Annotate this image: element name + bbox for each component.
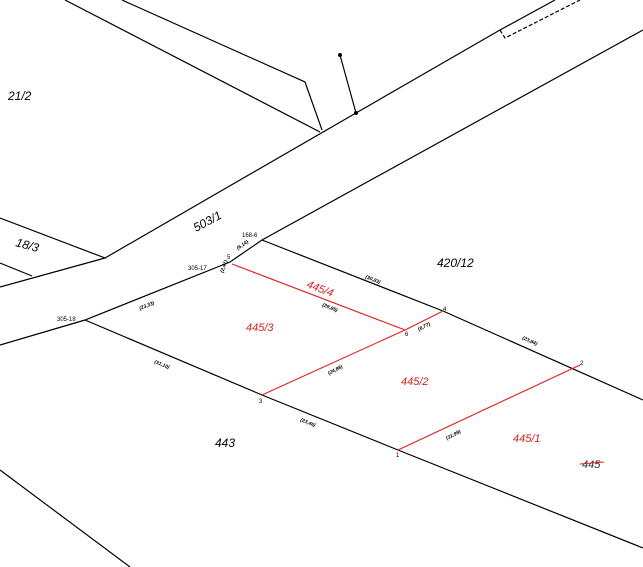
point-label-305-17: 305-17 xyxy=(188,266,207,272)
point-label-5: 5 xyxy=(227,255,231,261)
svg-text:445: 445 xyxy=(582,459,601,471)
parcel-label-503-1: 503/1 xyxy=(191,208,224,234)
parcel-label-18-3: 18/3 xyxy=(14,235,40,255)
survey-point-marker xyxy=(354,111,358,115)
parcel-label-420-12: 420/12 xyxy=(437,256,474,270)
dimension-23-84: (23,84) xyxy=(521,335,538,347)
point-label-6: 6 xyxy=(405,332,409,338)
point-label-4: 4 xyxy=(443,307,447,313)
dimension-23-33: (23,33) xyxy=(139,300,156,312)
division-lines xyxy=(231,263,581,451)
parcel-label-445-3: 445/3 xyxy=(246,322,274,334)
point-label-3: 3 xyxy=(259,399,263,405)
dimension-6-77: (6,77) xyxy=(417,321,432,333)
parcel-label-443: 443 xyxy=(215,436,235,450)
dimension-31-10: (31,10) xyxy=(153,359,170,371)
point-label-305-18: 305-18 xyxy=(57,317,76,323)
dimension-31-99: (31,99) xyxy=(445,429,462,442)
parcel-label-445-2: 445/2 xyxy=(401,376,429,388)
point-label-1: 1 xyxy=(396,453,400,459)
parcel-label-21-2: 21/2 xyxy=(7,89,32,103)
dimension-24-88: (24,88) xyxy=(327,364,344,377)
point-label-168-6: 168-6 xyxy=(242,233,258,239)
parcel-label-445-cancelled: 445 xyxy=(579,459,605,471)
dimension-29-85: (29,85) xyxy=(321,302,338,314)
point-label-2: 2 xyxy=(580,361,584,367)
dimension-30-83: (30,83) xyxy=(364,274,381,286)
dimension-2-41: (2,41) xyxy=(219,259,229,274)
survey-point-marker xyxy=(338,53,342,57)
parcel-label-445-4: 445/4 xyxy=(305,279,335,300)
parcel-label-445-1: 445/1 xyxy=(513,433,541,445)
dimension-23-46: (23,46) xyxy=(299,417,316,429)
